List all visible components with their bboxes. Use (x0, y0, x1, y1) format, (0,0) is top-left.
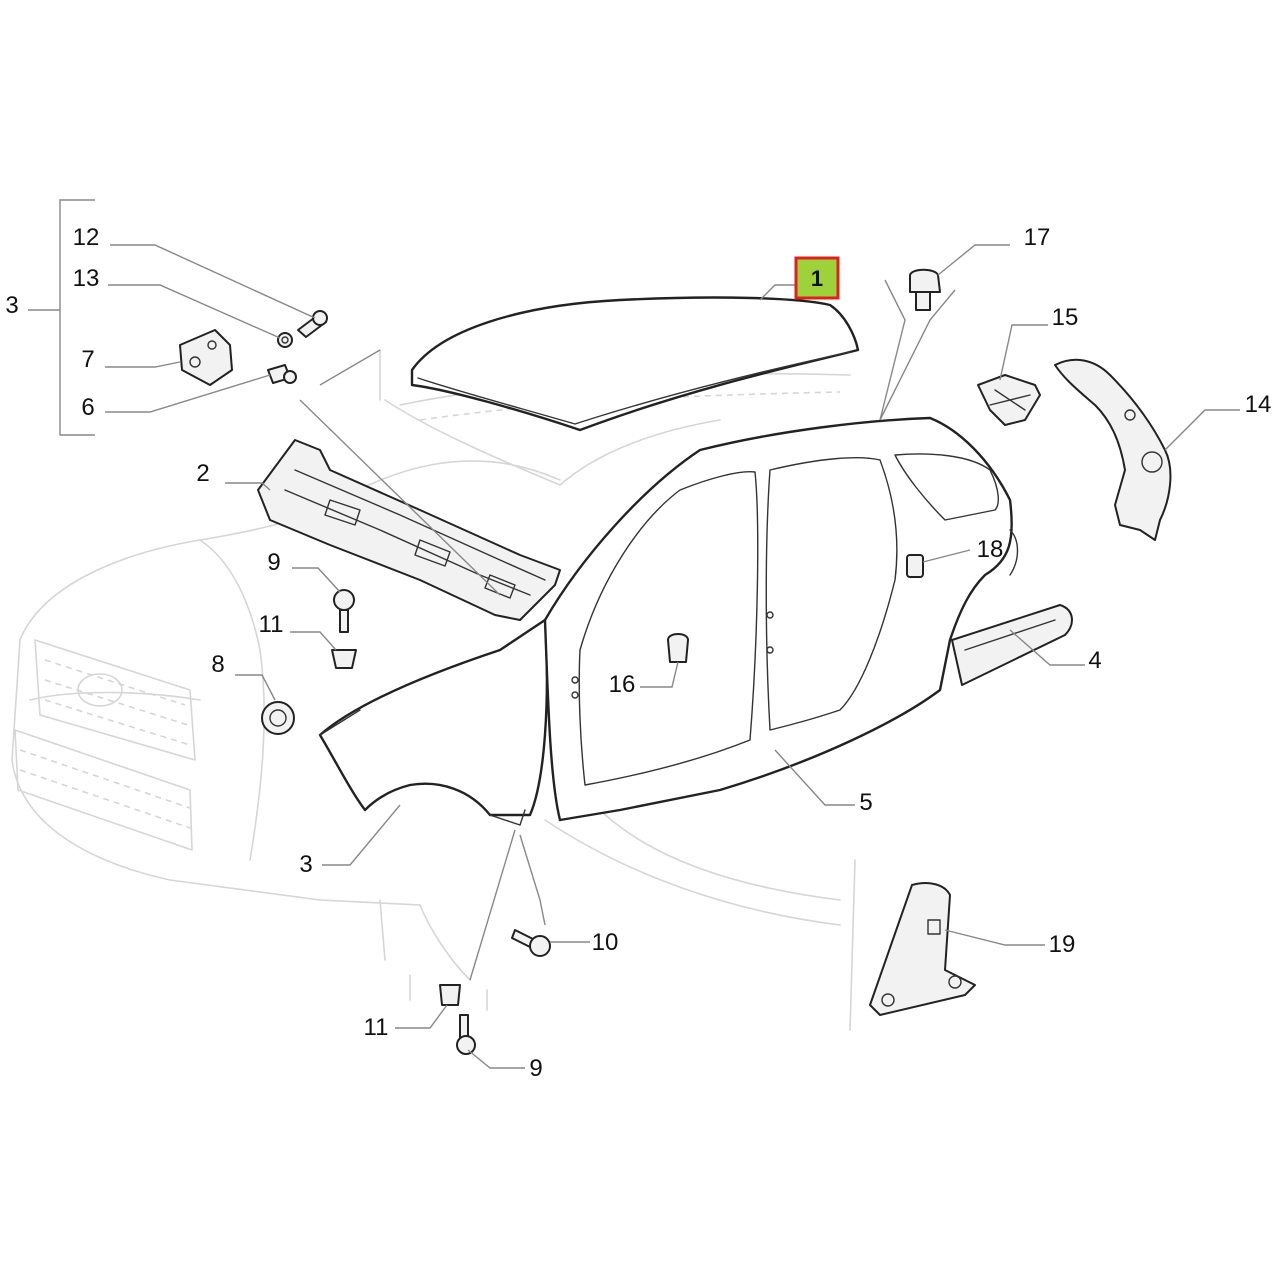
callout-3-fender: 3 (299, 851, 312, 878)
group-bracket (28, 199, 95, 436)
callout-9-upper: 9 (267, 549, 280, 576)
screw-9-upper (333, 589, 355, 633)
callout-5: 5 (859, 789, 872, 816)
nut-11-upper (331, 649, 357, 669)
bracket-19 (869, 882, 976, 1016)
callout-7: 7 (81, 346, 94, 373)
callout-10: 10 (592, 929, 619, 956)
callout-12: 12 (73, 224, 100, 251)
highlight-box (794, 256, 840, 300)
callout-4: 4 (1088, 647, 1101, 674)
bolt-6 (267, 364, 297, 384)
callout-11-lower: 11 (364, 1014, 389, 1041)
plug-16 (667, 633, 689, 663)
leader-lines (105, 244, 1240, 1069)
callout-9-lower: 9 (529, 1055, 542, 1082)
grommet-8 (261, 701, 295, 735)
callout-1: 1 (811, 266, 823, 291)
front-fender (318, 618, 549, 826)
hinge-bracket-7 (179, 329, 233, 386)
callout-18: 18 (977, 536, 1004, 563)
nut-11-lower (439, 984, 461, 1006)
washer-13 (277, 332, 293, 348)
bolt-12 (297, 310, 328, 338)
rear-inner-panel (1054, 358, 1172, 541)
clip-17 (909, 268, 941, 311)
screw-10 (511, 929, 551, 957)
callout-13: 13 (73, 265, 100, 292)
roof-panel (410, 296, 860, 432)
callout-labels: 1 2 3 3 4 5 6 7 8 9 9 10 11 11 12 13 14 … (5, 224, 1271, 1082)
callout-19: 19 (1049, 931, 1076, 958)
callout-8: 8 (211, 651, 224, 678)
bracket-15 (977, 374, 1041, 426)
callout-2: 2 (196, 460, 209, 487)
callout-17: 17 (1024, 224, 1051, 251)
callout-11-upper: 11 (259, 611, 284, 638)
callout-3-bracket: 3 (5, 292, 18, 319)
cap-18 (906, 554, 924, 578)
callout-14: 14 (1245, 391, 1272, 418)
sill-reinforcement (951, 604, 1073, 686)
callout-16: 16 (609, 671, 636, 698)
screw-9-lower (456, 1014, 476, 1055)
callout-6: 6 (81, 394, 94, 421)
callout-15: 15 (1052, 304, 1079, 331)
cowl-panel (257, 439, 561, 621)
body-side-frame (543, 416, 1019, 822)
